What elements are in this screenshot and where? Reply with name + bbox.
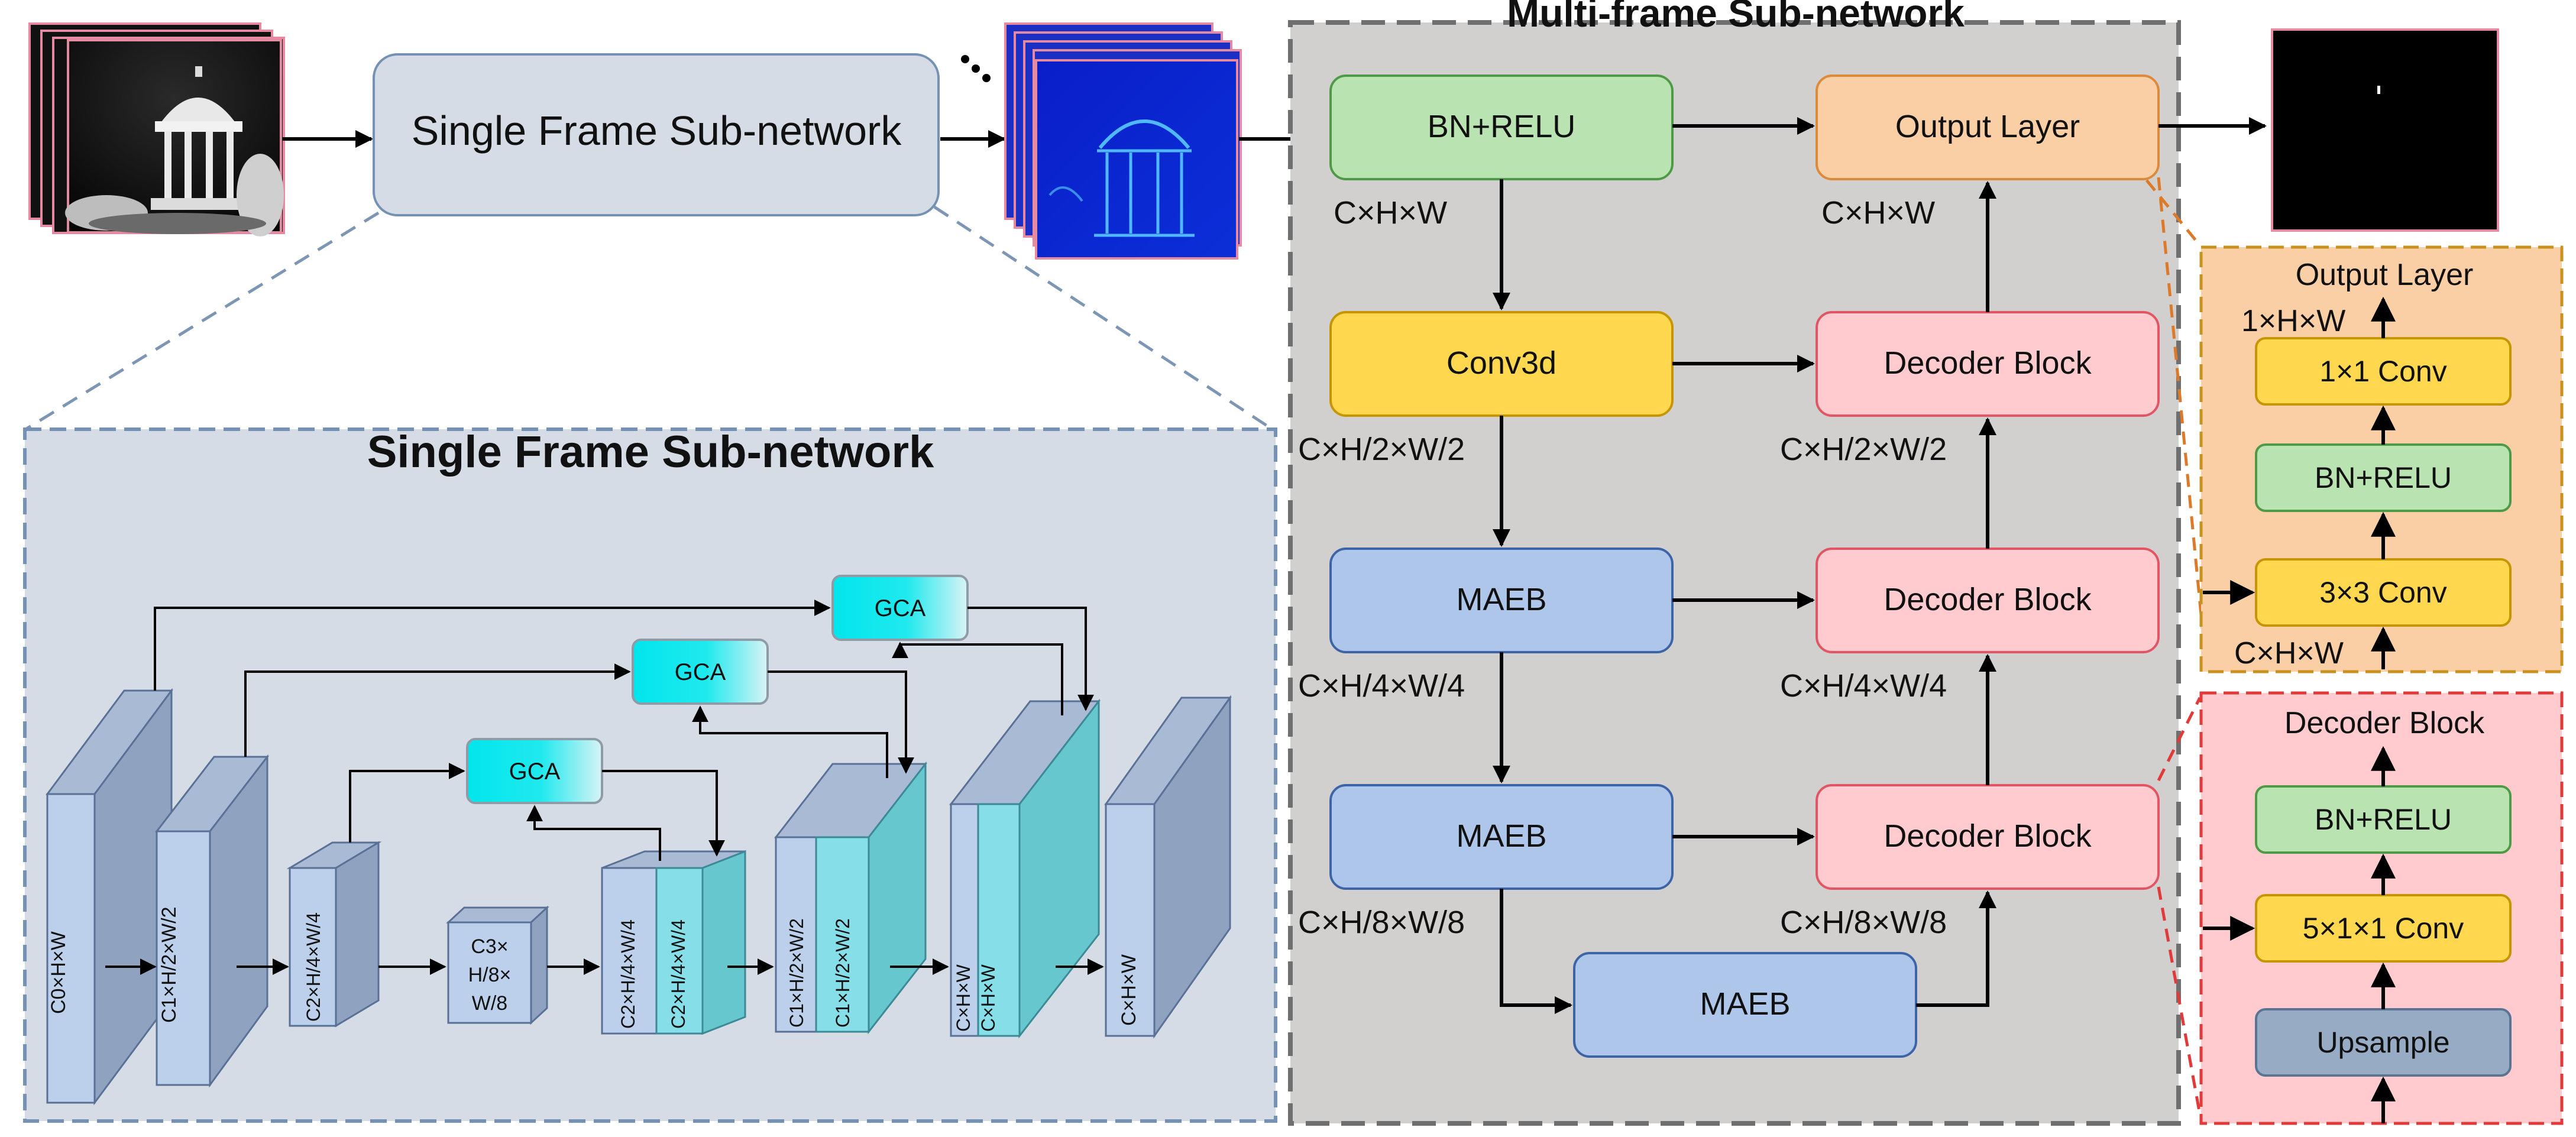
slab-2 xyxy=(154,754,270,1088)
slab-5-concat xyxy=(774,761,928,1035)
slab-bottleneck xyxy=(446,905,549,1025)
detail-upsample-label: Upsample xyxy=(2316,1026,2449,1059)
decoder-3-dim: C×H/8×W/8 xyxy=(1780,905,1947,940)
slab-label-c2-b: C2×H/4×W/4 xyxy=(668,919,689,1029)
slab-label-c0: C0×H×W xyxy=(47,931,70,1014)
output-mask-image xyxy=(2271,28,2499,232)
decoder-block-2-label: Decoder Block xyxy=(1884,582,2092,617)
multi-frame-title: Multi-frame Sub-network xyxy=(1507,0,1965,35)
maeb-2-dim: C×H/8×W/8 xyxy=(1298,905,1465,940)
output-layer-top-dim: 1×H×W xyxy=(2241,304,2345,338)
detail-1x1-conv-label: 1×1 Conv xyxy=(2319,355,2446,388)
multi-frame-arrows xyxy=(1493,117,2267,1014)
input-image-stack xyxy=(28,22,285,237)
slab-6-concat xyxy=(949,698,1101,1039)
skip-connection-arrows xyxy=(154,600,1094,861)
gca-block-top-label: GCA xyxy=(875,595,926,621)
output-layer-bottom-dim: C×H×W xyxy=(2234,636,2344,670)
slab-4-concat xyxy=(601,850,746,1035)
detail-5x1x1-conv-label: 5×1×1 Conv xyxy=(2303,912,2464,945)
detail-bn-relu-2-label: BN+RELU xyxy=(2315,803,2452,836)
callout-line-output-1 xyxy=(2145,179,2201,247)
maeb-block-1-label: MAEB xyxy=(1456,582,1546,617)
bn-relu-dim: C×H×W xyxy=(1334,195,1447,231)
decoder-detail-arrows xyxy=(2203,746,2396,1123)
target-spot xyxy=(2377,86,2380,94)
output-layer-detail-title: Output Layer xyxy=(2296,258,2474,292)
output-layer-block-label: Output Layer xyxy=(1895,109,2080,144)
slab-label-c-a: C×H×W xyxy=(953,964,974,1032)
conv3d-block-label: Conv3d xyxy=(1446,345,1556,381)
decoder-block-1-label: Decoder Block xyxy=(1884,345,2092,381)
slab-1 xyxy=(46,688,173,1106)
slab-label-c-out: C×H×W xyxy=(1118,954,1140,1026)
decoder-2-dim: C×H/4×W/4 xyxy=(1780,668,1947,704)
slab-label-c2-a: C2×H/4×W/4 xyxy=(617,919,639,1029)
conv3d-dim: C×H/2×W/2 xyxy=(1298,432,1465,467)
detail-bn-relu-1-label: BN+RELU xyxy=(2315,461,2452,494)
zoom-line-left xyxy=(25,211,380,430)
callout-line-decoder-2 xyxy=(2157,886,2202,1115)
output-layer-detail-arrows xyxy=(2203,296,2396,669)
slab-label-c1-b: C1×H/2×W/2 xyxy=(832,918,853,1028)
decoder-block-3-label: Decoder Block xyxy=(1884,818,2092,854)
decoder-detail-title: Decoder Block xyxy=(2284,706,2485,740)
single-frame-box xyxy=(373,53,940,216)
output-layer-dim: C×H×W xyxy=(1821,195,1935,231)
slab-7 xyxy=(1104,695,1232,1039)
slab-label-c-b: C×H×W xyxy=(978,964,999,1032)
gca-block-middle-label: GCA xyxy=(675,659,726,685)
feature-map-stack xyxy=(1004,22,1242,260)
detail-3x3-conv-label: 3×3 Conv xyxy=(2319,576,2446,609)
slab-label-c2: C2×H/4×W/4 xyxy=(303,912,324,1022)
slab-3 xyxy=(286,841,382,1028)
gca-block-bottom-label: GCA xyxy=(509,759,561,785)
slab-label-c1-a: C1×H/2×W/2 xyxy=(786,918,807,1028)
maeb-block-bottom-label: MAEB xyxy=(1700,986,1790,1022)
callout-line-decoder-1 xyxy=(2157,697,2202,782)
callout-line-output-2 xyxy=(2157,177,2205,633)
maeb-block-2-label: MAEB xyxy=(1456,818,1546,854)
bottleneck-line-3: W/8 xyxy=(472,992,507,1015)
bottleneck-line-2: H/8× xyxy=(468,964,512,986)
decoder-1-dim: C×H/2×W/2 xyxy=(1780,432,1947,467)
single-frame-box-label: Single Frame Sub-network xyxy=(412,108,902,154)
slab-label-c1: C1×H/2×W/2 xyxy=(158,906,180,1023)
bn-relu-block-label: BN+RELU xyxy=(1428,109,1576,144)
bottleneck-line-1: C3× xyxy=(471,935,508,958)
zoom-line-right xyxy=(933,205,1273,430)
ellipsis-dots xyxy=(961,55,991,82)
maeb-1-dim: C×H/4×W/4 xyxy=(1298,668,1465,704)
single-frame-detail-title: Single Frame Sub-network xyxy=(367,427,934,477)
